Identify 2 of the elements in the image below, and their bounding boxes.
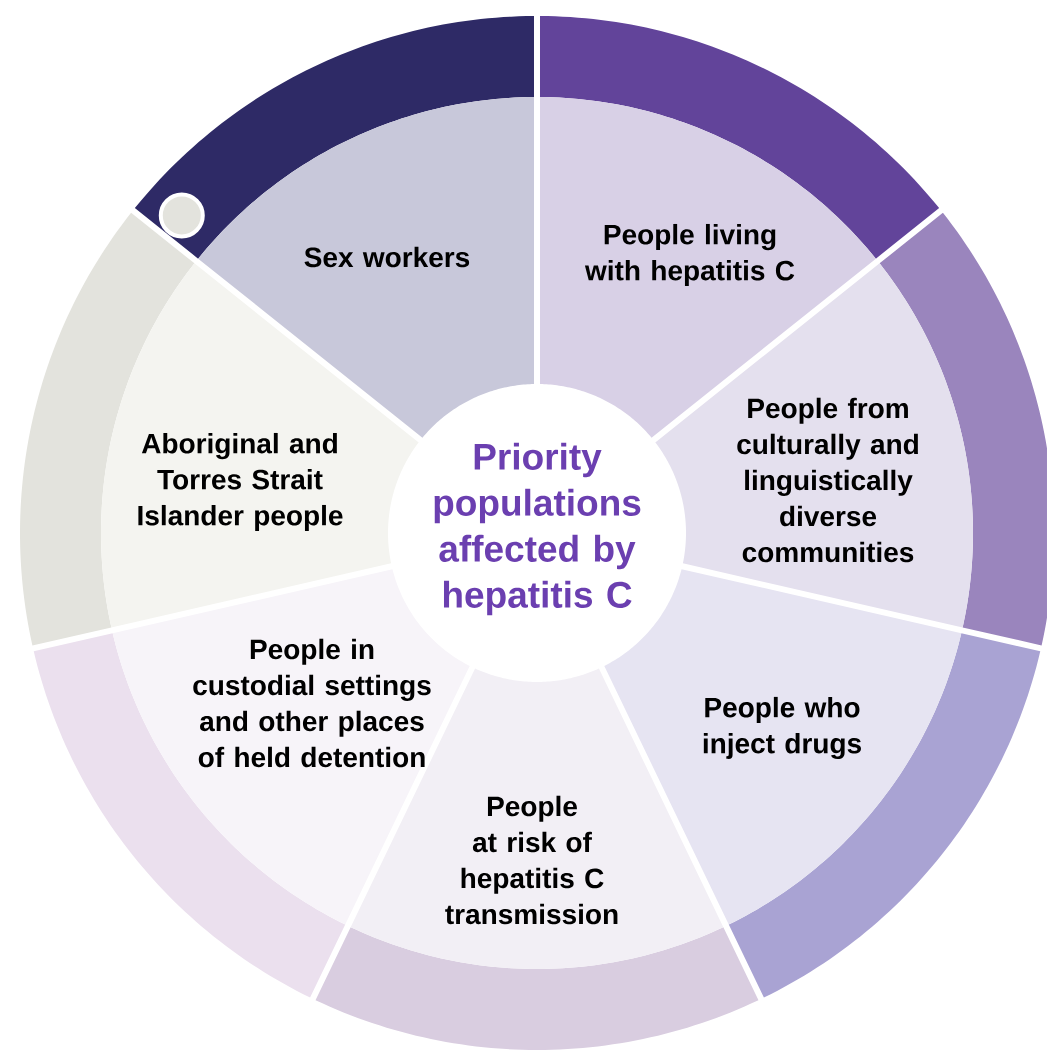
node-label: People from culturally and linguistically diverse communities: [737, 397, 918, 563]
node-label: People who inject drugs: [703, 696, 861, 760]
